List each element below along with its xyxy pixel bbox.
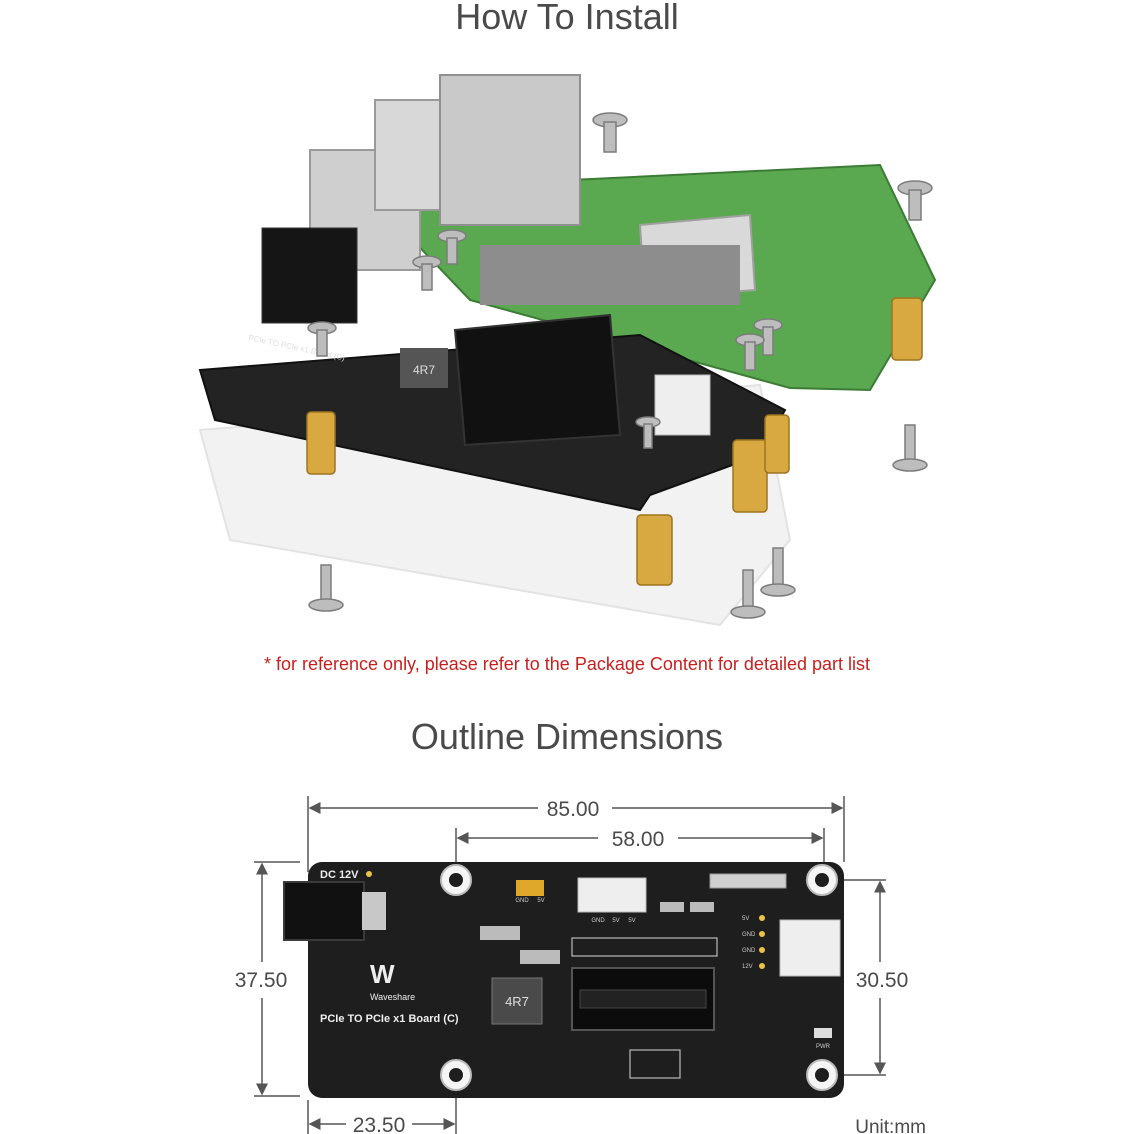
smd-part	[690, 902, 714, 912]
gpio-header	[480, 245, 740, 305]
dc-label: DC 12V	[320, 869, 359, 881]
ic-chip	[629, 1049, 681, 1079]
dc-jack	[261, 227, 358, 324]
screw	[412, 255, 442, 291]
pwr-led	[814, 1028, 832, 1038]
board-title: PCIe TO PCIe x1 Board (C)	[320, 1013, 459, 1025]
screw	[437, 229, 467, 265]
screw	[307, 321, 337, 357]
dim-hole-height-label: 30.50	[856, 969, 909, 992]
screw	[735, 333, 765, 371]
connector-label: 5V	[628, 918, 635, 924]
brass-standoff	[732, 439, 768, 513]
dim-hole-offset-label: 23.50	[353, 1114, 406, 1134]
smd-array	[480, 926, 520, 940]
install-exploded-view: 4R7 PCIe TO PCIe x1 Board (C)	[198, 74, 937, 627]
pcie-slot-contacts	[579, 989, 707, 1009]
unit-label: Unit:mm	[855, 1117, 926, 1134]
screw	[897, 180, 933, 221]
pcie-slot	[453, 313, 622, 447]
fan-connector	[654, 374, 711, 436]
board-silkscreen: PCIe TO PCIe x1 Board (C)	[248, 333, 346, 362]
screw	[635, 416, 661, 449]
connector-label: 5V	[612, 918, 619, 924]
inductor-label: 4R7	[413, 363, 435, 377]
inductor-label: 4R7	[505, 994, 529, 1009]
screw	[753, 318, 783, 356]
smd-part	[660, 902, 684, 912]
brass-standoff	[306, 411, 336, 475]
dim-hole-span-label: 58.00	[612, 828, 665, 851]
install-title: How To Install	[455, 0, 679, 37]
reference-note: * for reference only, please refer to th…	[263, 654, 870, 674]
screw	[592, 112, 628, 153]
smd-row	[571, 937, 718, 957]
dim-height-label: 37.50	[235, 969, 288, 992]
fan-pin-label: 12V	[742, 964, 753, 970]
dc-jack-pin	[362, 892, 386, 930]
dc-jack	[283, 881, 365, 941]
screw	[760, 547, 796, 597]
fpc-connector	[709, 873, 787, 889]
jumper	[516, 880, 544, 896]
screw	[730, 569, 766, 619]
fan-connector	[779, 919, 841, 977]
outline-title: Outline Dimensions	[410, 716, 724, 757]
fan-pin-label: 5V	[742, 916, 749, 922]
screw	[308, 564, 344, 612]
smd-array	[520, 950, 560, 964]
jumper-label: GND	[515, 898, 529, 904]
dc-led	[366, 871, 372, 877]
brass-standoff	[764, 414, 790, 474]
dim-width-label: 85.00	[547, 798, 600, 821]
outline-drawing: 85.00 58.00 37.50 30.50 23.50 Unit:mm DC…	[235, 796, 926, 1134]
inductor	[491, 977, 543, 1025]
power-connector	[577, 877, 647, 913]
fan-pin-label: GND	[742, 932, 756, 938]
fan-pin-label: GND	[742, 948, 756, 954]
screw	[892, 424, 928, 472]
inductor	[400, 348, 448, 388]
brass-standoff	[636, 514, 673, 586]
brass-standoff	[891, 297, 923, 361]
ethernet-port	[439, 74, 581, 226]
connector-label: GND	[591, 918, 605, 924]
jumper-label: 5V	[537, 898, 544, 904]
waveshare-logo-icon: W	[370, 959, 395, 989]
pwr-label: PWR	[816, 1044, 831, 1050]
brand-label: Waveshare	[370, 992, 415, 1002]
